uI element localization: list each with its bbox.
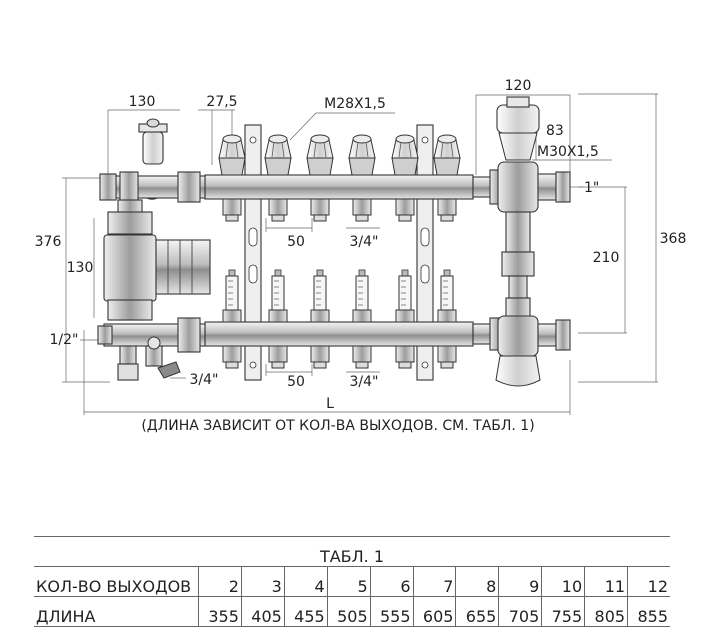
valve-cap-icon bbox=[391, 134, 419, 176]
dim-376: 376 bbox=[35, 234, 62, 250]
outlet-fitting-icon bbox=[222, 345, 242, 369]
dim-83: 83 bbox=[546, 123, 564, 139]
table-cell: 655 bbox=[455, 596, 500, 627]
outlet-fitting-icon bbox=[437, 198, 457, 222]
dim-50-top: 50 bbox=[287, 234, 305, 250]
dim-130-side: 130 bbox=[67, 260, 94, 276]
table-cell: 3 bbox=[240, 566, 285, 597]
dimension-lines bbox=[62, 93, 658, 415]
flow-meters bbox=[222, 269, 457, 323]
length-note: (ДЛИНА ЗАВИСИТ ОТ КОЛ-ВА ВЫХОДОВ. СМ. ТА… bbox=[141, 418, 534, 434]
table-cell: 755 bbox=[541, 596, 586, 627]
outlet-fitting-icon bbox=[222, 198, 242, 222]
outlet-fitting-icon bbox=[268, 198, 288, 222]
dimension-labels: 130 27,5 M28X1,5 120 83 M30X1,5 1" 376 1… bbox=[35, 78, 687, 434]
table-cell: 7 bbox=[412, 566, 457, 597]
dim-3-4-top: 3/4" bbox=[350, 234, 379, 250]
valve-cap-icon bbox=[306, 134, 334, 176]
table-cell: 605 bbox=[412, 596, 457, 627]
dim-3-4-bottom-left: 3/4" bbox=[190, 372, 219, 388]
dim-120: 120 bbox=[505, 78, 532, 94]
outlet-fitting-icon bbox=[395, 345, 415, 369]
thermostatic-valve-caps bbox=[218, 134, 461, 176]
flow-meter-icon bbox=[437, 269, 457, 323]
valve-cap-icon bbox=[348, 134, 376, 176]
manifold-drawing: 130 27,5 M28X1,5 120 83 M30X1,5 1" 376 1… bbox=[35, 78, 687, 434]
row-label-outlets: КОЛ-ВО ВЫХОДОВ bbox=[34, 566, 199, 597]
dim-130-top: 130 bbox=[129, 94, 156, 110]
table-cell: 10 bbox=[541, 566, 586, 597]
outlet-fitting-icon bbox=[352, 198, 372, 222]
outlet-fitting-icon bbox=[395, 198, 415, 222]
table-cell: 405 bbox=[240, 596, 285, 627]
table-cell: 12 bbox=[627, 566, 670, 597]
dim-m30-thread: M30X1,5 bbox=[537, 144, 599, 160]
table-cell: 355 bbox=[198, 596, 242, 627]
return-manifold bbox=[204, 269, 474, 369]
dim-1-inch: 1" bbox=[584, 180, 599, 196]
outlet-fitting-icon bbox=[310, 198, 330, 222]
pump-group bbox=[97, 118, 211, 381]
dim-368: 368 bbox=[660, 231, 687, 247]
dim-length-L: L bbox=[326, 396, 334, 412]
flow-meter-icon bbox=[310, 269, 330, 323]
table-cell: 9 bbox=[498, 566, 543, 597]
flow-meter-icon bbox=[268, 269, 288, 323]
flow-meter-icon bbox=[222, 269, 242, 323]
valve-cap-icon bbox=[433, 134, 461, 176]
table-caption-row: ТАБЛ. 1 bbox=[34, 536, 670, 567]
outlet-fitting-icon bbox=[437, 345, 457, 369]
outlet-fitting-icon bbox=[352, 345, 372, 369]
dim-m28-thread: M28X1,5 bbox=[324, 96, 386, 112]
valve-cap-icon bbox=[218, 134, 246, 176]
row-label-length: ДЛИНА bbox=[34, 596, 199, 627]
valve-cap-icon bbox=[264, 134, 292, 176]
table-cell: 5 bbox=[326, 566, 371, 597]
dim-1-2-inch: 1/2" bbox=[50, 332, 79, 348]
table-cell: 805 bbox=[584, 596, 629, 627]
table-cell: 555 bbox=[369, 596, 414, 627]
table-cell: 11 bbox=[584, 566, 629, 597]
table-cell: 8 bbox=[455, 566, 500, 597]
table-cell: 505 bbox=[326, 596, 371, 627]
table-cell: 705 bbox=[498, 596, 543, 627]
flow-meter-icon bbox=[395, 269, 415, 323]
table-cell: 6 bbox=[369, 566, 414, 597]
table-cell: 855 bbox=[627, 596, 670, 627]
table-cell: 455 bbox=[283, 596, 328, 627]
dim-210: 210 bbox=[593, 250, 620, 266]
dim-3-4-bottom: 3/4" bbox=[350, 374, 379, 390]
dim-27-5: 27,5 bbox=[206, 94, 237, 110]
table-caption: ТАБЛ. 1 bbox=[34, 536, 670, 567]
flow-meter-icon bbox=[352, 269, 372, 323]
dim-50-bottom: 50 bbox=[287, 374, 305, 390]
outlet-fitting-icon bbox=[268, 345, 288, 369]
table-cell: 4 bbox=[283, 566, 328, 597]
table-cell: 2 bbox=[198, 566, 242, 597]
supply-manifold bbox=[204, 134, 474, 222]
outlet-fitting-icon bbox=[310, 345, 330, 369]
mixing-valve-group bbox=[472, 96, 571, 387]
